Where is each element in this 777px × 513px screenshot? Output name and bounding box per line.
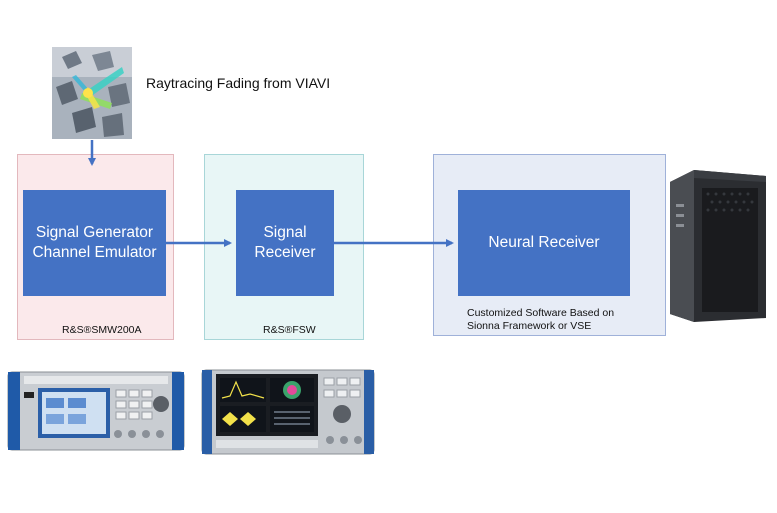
raytracing-title: Raytracing Fading from VIAVI (146, 75, 331, 91)
fsw-device-image (201, 369, 375, 455)
smw200a-device-image (7, 371, 185, 451)
neural-receiver-block: Neural Receiver (458, 190, 630, 296)
software-caption: Customized Software Based on Sionna Fram… (467, 307, 615, 332)
smw-caption: R&S®SMW200A (62, 324, 142, 336)
raytracing-thumbnail (52, 47, 132, 139)
workstation-tower-image (670, 170, 766, 322)
signal-generator-block: Signal Generator Channel Emulator (23, 190, 166, 296)
fsw-caption: R&S®FSW (263, 324, 316, 336)
signal-receiver-block: Signal Receiver (236, 190, 334, 296)
